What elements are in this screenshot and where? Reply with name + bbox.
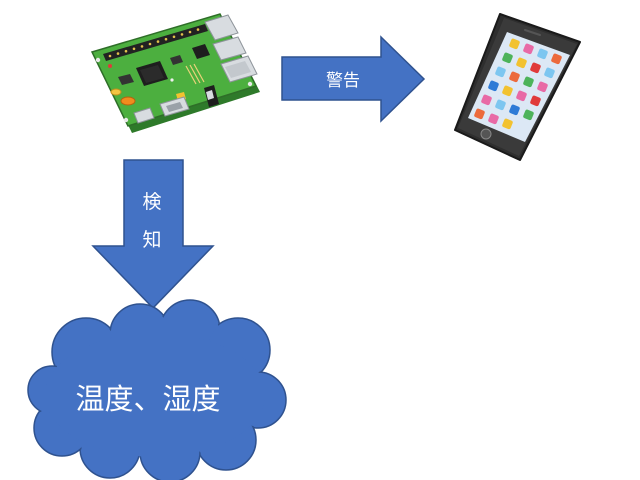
cloud-shape: 温度、湿度 xyxy=(27,299,287,480)
alert-arrow-label: 警告 xyxy=(326,71,360,91)
smartphone-icon xyxy=(454,13,581,161)
home-button-icon xyxy=(480,128,492,140)
cloud-label: 温度、湿度 xyxy=(75,382,220,416)
alert-arrow: 警告 xyxy=(281,35,426,123)
app-icons xyxy=(474,38,562,130)
circuit-board-icon xyxy=(90,13,260,133)
detect-arrow-label-2: 知 xyxy=(142,229,161,251)
detect-arrow-label-1: 検 xyxy=(142,191,161,213)
detect-arrow: 検 知 xyxy=(91,159,215,310)
